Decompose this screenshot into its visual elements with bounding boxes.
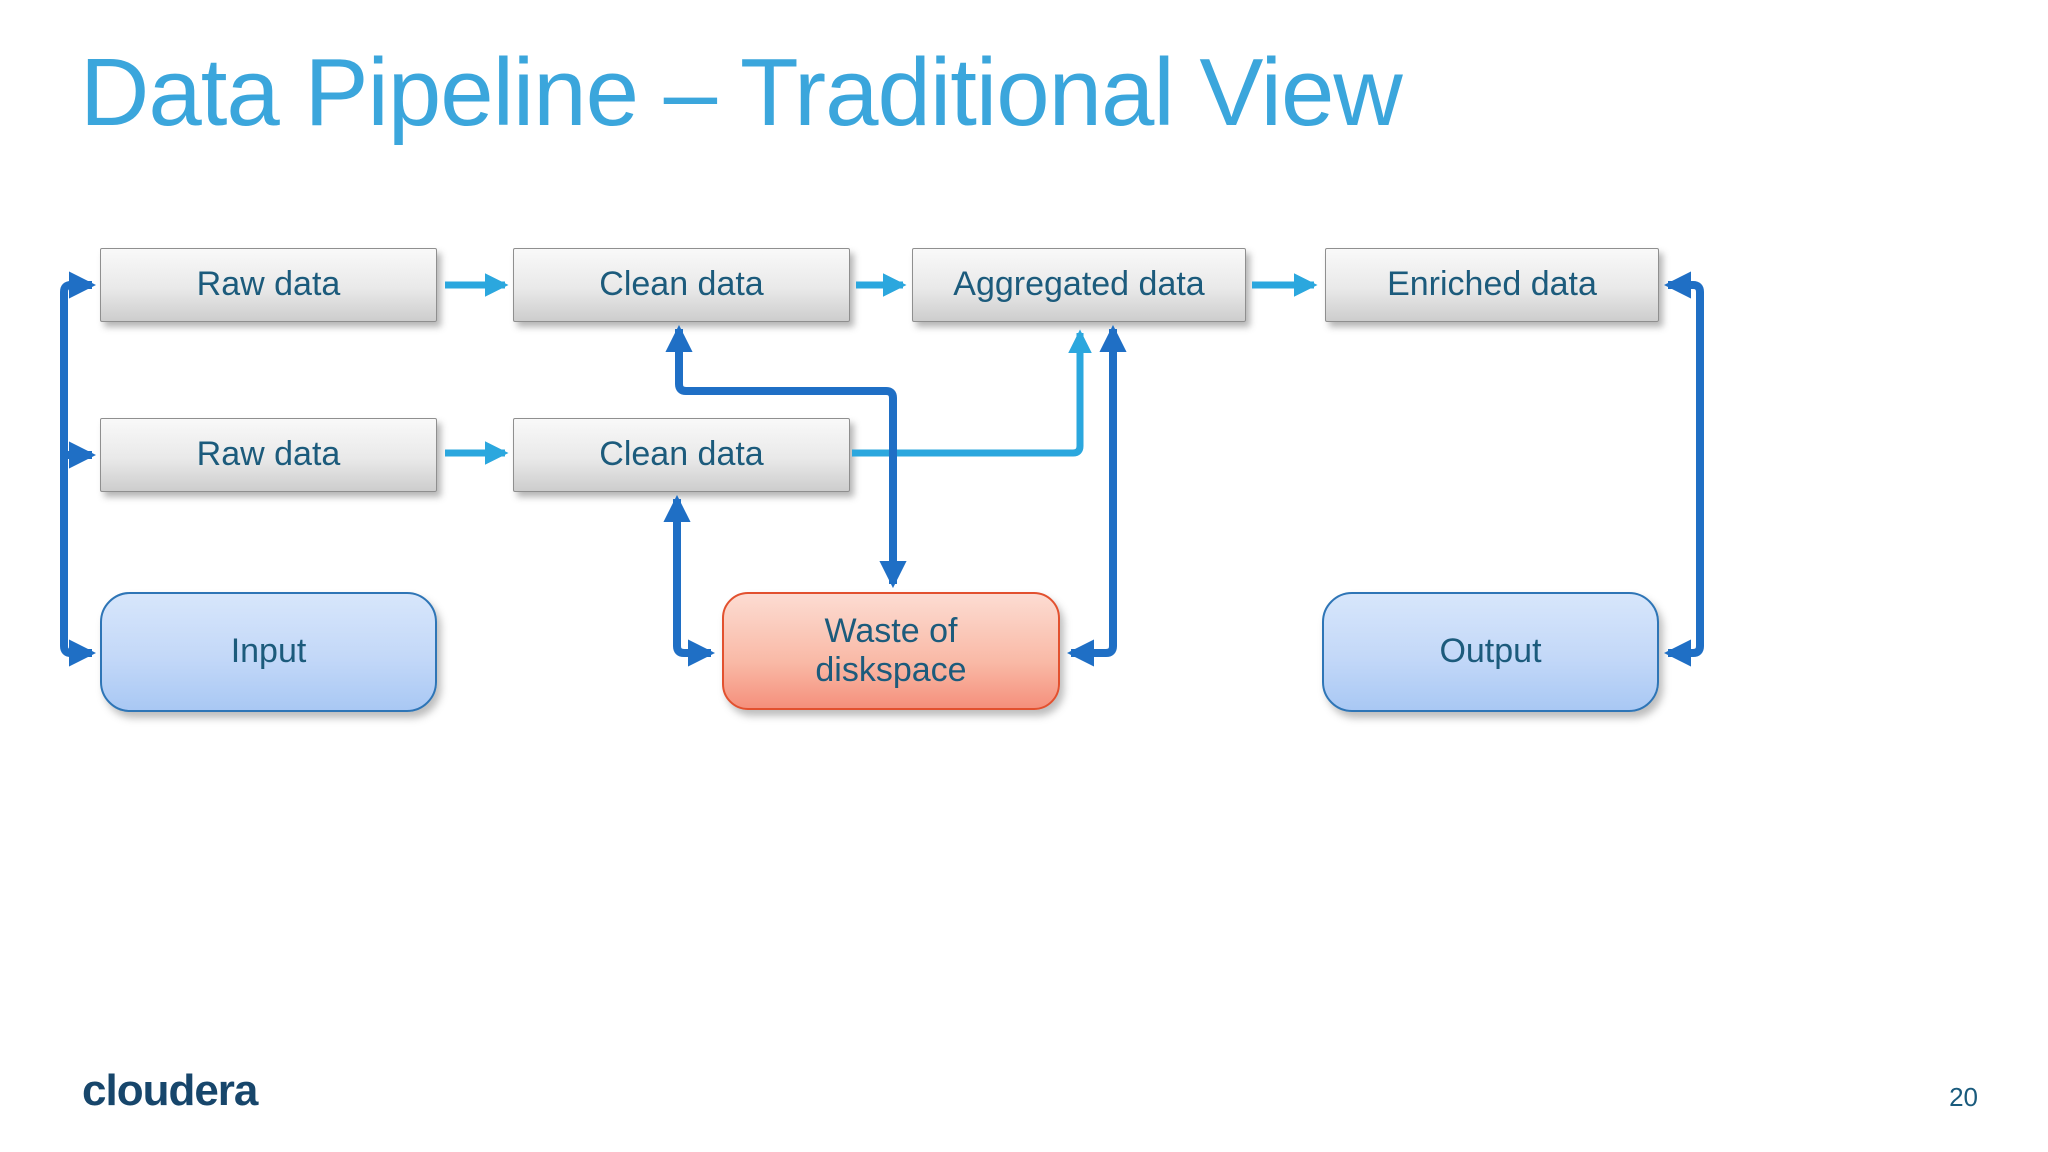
node-waste-of-diskspace: Waste of diskspace (722, 592, 1060, 710)
node-aggregated-data: Aggregated data (912, 248, 1246, 322)
node-output: Output (1322, 592, 1659, 712)
node-clean-data-1: Clean data (513, 248, 850, 322)
connector-clean2-waste (663, 494, 716, 667)
slide-title: Data Pipeline – Traditional View (80, 39, 1403, 146)
connector-left-rail (60, 271, 97, 667)
node-label: Raw data (196, 435, 341, 474)
node-enriched-data: Enriched data (1325, 248, 1659, 322)
node-label: Clean data (599, 265, 764, 304)
node-label: Output (1439, 632, 1542, 671)
connector-clean1-waste (665, 324, 907, 589)
page-number: 20 (1949, 1082, 1978, 1112)
connector-right-rail (1663, 271, 1704, 667)
connector-aggregated-waste (1066, 324, 1127, 667)
node-label: Enriched data (1387, 265, 1597, 304)
node-raw-data-1: Raw data (100, 248, 437, 322)
node-raw-data-2: Raw data (100, 418, 437, 492)
cloudera-logo: cloudera (82, 1066, 258, 1115)
node-label: Aggregated data (953, 265, 1205, 304)
node-label: Raw data (196, 265, 341, 304)
node-input: Input (100, 592, 437, 712)
node-label: Input (230, 632, 307, 671)
node-label: Waste of diskspace (815, 611, 967, 689)
